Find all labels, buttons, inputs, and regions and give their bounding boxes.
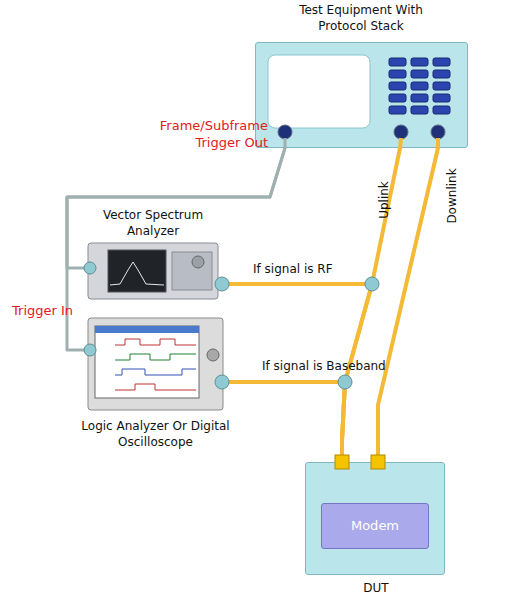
trigger-jack <box>84 344 96 356</box>
node-label: Test Equipment With Protocol Stack <box>291 2 431 34</box>
screen-titlebar <box>95 326 199 333</box>
test-equipment: Test Equipment With Protocol Stack <box>255 42 468 148</box>
signal-tap <box>338 375 352 389</box>
node-label: Vector Spectrum Analyzer <box>83 207 223 239</box>
trigger-cable <box>67 148 285 268</box>
spectrum-trace <box>110 262 164 285</box>
uplink-cable <box>342 148 400 462</box>
connector-label: If signal is RF <box>253 262 333 276</box>
trigger-cable <box>67 148 285 350</box>
connector-label: Downlink <box>445 168 459 223</box>
baseband-cable <box>223 382 345 462</box>
analyzer-keys <box>172 252 212 290</box>
logic-analyzer-body <box>88 318 223 410</box>
logic-analyzer: Logic Analyzer Or Digital Oscilloscope <box>88 318 223 410</box>
waveform <box>115 384 196 390</box>
node-label: Logic Analyzer Or Digital Oscilloscope <box>68 418 243 450</box>
node-label: Modem <box>322 518 428 534</box>
connector-label: Uplink <box>377 181 391 219</box>
input-jack <box>215 375 229 389</box>
analyzer-knob <box>192 256 204 268</box>
node-label: DUT <box>306 580 446 595</box>
connector-label: If signal is Baseband <box>262 359 386 373</box>
analyzer-body <box>88 243 218 299</box>
waveform <box>115 339 196 345</box>
trigger-out-label: Frame/Subframe Trigger Out <box>140 117 268 151</box>
logic-analyzer-screen <box>95 326 199 398</box>
trigger-jack <box>84 262 96 274</box>
spectrum-analyzer: Vector Spectrum Analyzer <box>88 243 218 299</box>
analyzer-screen <box>108 250 166 292</box>
dut-box: DUTModem <box>305 462 445 575</box>
waveform <box>115 369 196 375</box>
signal-tap <box>365 277 379 291</box>
trigger-in-label: Trigger In <box>12 302 73 319</box>
downlink-cable <box>378 148 438 462</box>
analyzer-knob <box>207 349 219 361</box>
rf-cable <box>218 284 372 462</box>
input-jack <box>215 277 229 291</box>
modem-box: Modem <box>321 503 429 549</box>
waveform <box>115 354 196 360</box>
